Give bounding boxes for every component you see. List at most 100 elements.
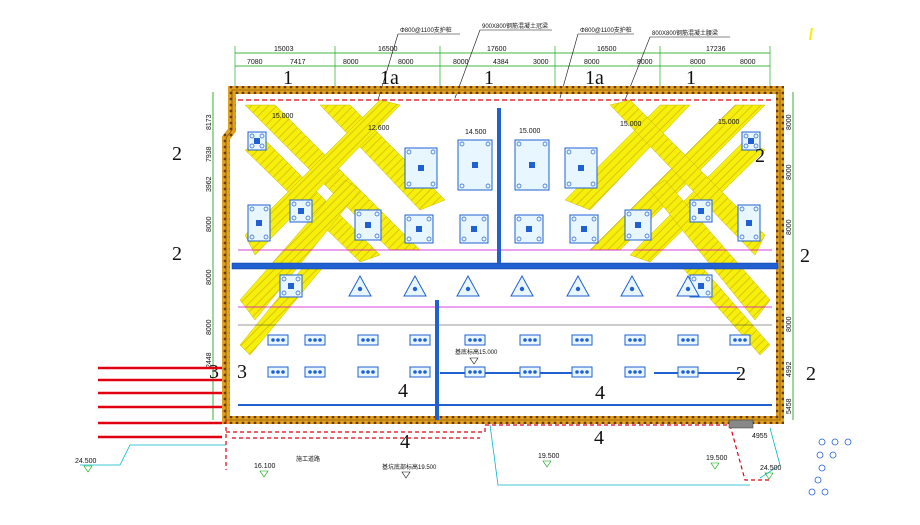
dim-left: 8000 bbox=[206, 269, 213, 285]
pile-cap-icon bbox=[304, 366, 326, 378]
pile-cap-icon bbox=[459, 214, 489, 244]
elevation-label: 15.000 bbox=[718, 119, 740, 126]
column-icon bbox=[403, 274, 427, 297]
column-icon bbox=[676, 274, 700, 297]
label-support-pile-1: Φ800@1100支护桩 bbox=[400, 26, 452, 34]
pile-cap-icon bbox=[519, 366, 541, 378]
corner-braces bbox=[239, 99, 771, 356]
pile-cap-icon bbox=[689, 199, 713, 223]
pile-cap-icon bbox=[267, 334, 289, 346]
elevation-label: 14.500 bbox=[465, 129, 487, 136]
dim-right: 8000 bbox=[786, 316, 793, 332]
elevation-label: 12.600 bbox=[368, 125, 390, 132]
dim-top2-8: 8000 bbox=[584, 59, 600, 66]
pile-cap-icon bbox=[677, 334, 699, 346]
elevation-label: 24.500 bbox=[760, 465, 782, 472]
pile-cap-icon bbox=[464, 334, 486, 346]
interior-elevations: 15.000 12.600 14.500 15.000 15.000 15.00… bbox=[272, 113, 740, 365]
section-mark: 1 bbox=[686, 67, 696, 89]
bottom-right-circles bbox=[808, 438, 852, 496]
dim-left: 7938 bbox=[206, 146, 213, 162]
elevation-marker-icon bbox=[469, 357, 479, 365]
pile-cap-icon bbox=[409, 366, 431, 378]
section-marks-side: 2 2 3 3 4 4 4 4 2 2 2 2 bbox=[172, 143, 816, 453]
dim-right: 8000 bbox=[786, 164, 793, 180]
dim-top-1: 15003 bbox=[274, 46, 294, 53]
dim-right: 8000 bbox=[786, 219, 793, 235]
section-marks-top: 1 1a 1 1a 1 bbox=[283, 67, 696, 89]
section-mark: 2 bbox=[172, 243, 182, 265]
pile-cap-icon bbox=[737, 204, 761, 242]
label-crown-beam: 900X800钢筋混凝土冠梁 bbox=[482, 22, 548, 30]
road-note: 施工道路 bbox=[296, 455, 320, 463]
pile-cap-icon bbox=[624, 209, 652, 241]
dim-top2-9: 8000 bbox=[637, 59, 653, 66]
pile-cap-icon bbox=[571, 334, 593, 346]
dim-right: 4955 bbox=[752, 433, 768, 440]
top-dimensions: 15003 16500 17600 16500 17236 7080 7417 … bbox=[234, 46, 771, 92]
elevation-marker-icon bbox=[710, 462, 720, 470]
label-support-pile-2: Φ800@1100支护桩 bbox=[580, 26, 632, 34]
section-mark: 3 bbox=[209, 361, 219, 383]
dim-top2-3: 8000 bbox=[343, 59, 359, 66]
pile-cap-icon bbox=[519, 334, 541, 346]
elevation-label: 15.000 bbox=[272, 113, 294, 120]
elevation-marker-icon bbox=[401, 471, 411, 479]
section-mark: 2 bbox=[736, 363, 746, 385]
section-mark: 2 bbox=[800, 245, 810, 267]
rect-caps bbox=[267, 334, 751, 378]
column-icon bbox=[456, 274, 480, 297]
dim-top2-4: 8000 bbox=[398, 59, 414, 66]
section-mark: 4 bbox=[398, 380, 408, 402]
pile-cap-icon bbox=[624, 366, 646, 378]
section-mark: 2 bbox=[806, 363, 816, 385]
elevation-label: 15.000 bbox=[620, 121, 642, 128]
dim-top-5: 17236 bbox=[706, 46, 726, 53]
pile-cap-icon bbox=[571, 366, 593, 378]
pile-cap-icon bbox=[279, 274, 303, 298]
pile-cap-icon bbox=[357, 334, 379, 346]
dim-left: 3962 bbox=[206, 176, 213, 192]
pile-cap-icon bbox=[354, 209, 382, 241]
section-mark: 2 bbox=[755, 145, 765, 167]
pile-cap-icon bbox=[457, 139, 493, 191]
pile-cap-icon bbox=[677, 366, 699, 378]
dim-top2-11: 8000 bbox=[740, 59, 756, 66]
column-icon bbox=[348, 274, 372, 297]
section-mark: 2 bbox=[172, 143, 182, 165]
outer-boundary bbox=[225, 419, 770, 481]
section-mark: 1a bbox=[585, 67, 604, 89]
elevation-label: 19.500 bbox=[706, 455, 728, 462]
dim-left: 2448 bbox=[206, 352, 213, 368]
section-mark: 1a bbox=[380, 67, 399, 89]
pile-cap-icon bbox=[404, 214, 434, 244]
cyan-lines bbox=[80, 424, 781, 486]
label-waist-beam: 800X800钢筋混凝土腰梁 bbox=[652, 29, 718, 37]
right-dimensions: 8000 8000 8000 8000 4992 5458 4955 bbox=[752, 92, 794, 440]
dim-top2-7: 3000 bbox=[533, 59, 549, 66]
elevation-label: 19.500 bbox=[538, 453, 560, 460]
dim-left: 8000 bbox=[206, 216, 213, 232]
dim-right: 8000 bbox=[786, 114, 793, 130]
dim-right: 4992 bbox=[786, 361, 793, 377]
pile-cap-icon bbox=[514, 139, 550, 191]
elevation-label: 24.500 bbox=[75, 458, 97, 465]
pile-cap-icon bbox=[569, 214, 599, 244]
pile-cap-icon bbox=[247, 131, 267, 151]
pile-cap-icon bbox=[267, 366, 289, 378]
section-mark: 1 bbox=[484, 67, 494, 89]
section-mark: 4 bbox=[400, 431, 410, 453]
dim-top2-5: 8000 bbox=[453, 59, 469, 66]
column-icon bbox=[620, 274, 644, 297]
pile-cap-icon bbox=[409, 334, 431, 346]
section-mark: 1 bbox=[283, 67, 293, 89]
elevation-marker-icon bbox=[542, 460, 552, 468]
pile-cap-icon bbox=[464, 366, 486, 378]
elevation-marker-icon bbox=[83, 465, 93, 473]
pile-cap-icon bbox=[247, 204, 271, 242]
dim-top2-10: 8000 bbox=[690, 59, 706, 66]
section-mark: 4 bbox=[594, 427, 604, 449]
dim-right: 5458 bbox=[786, 398, 793, 414]
